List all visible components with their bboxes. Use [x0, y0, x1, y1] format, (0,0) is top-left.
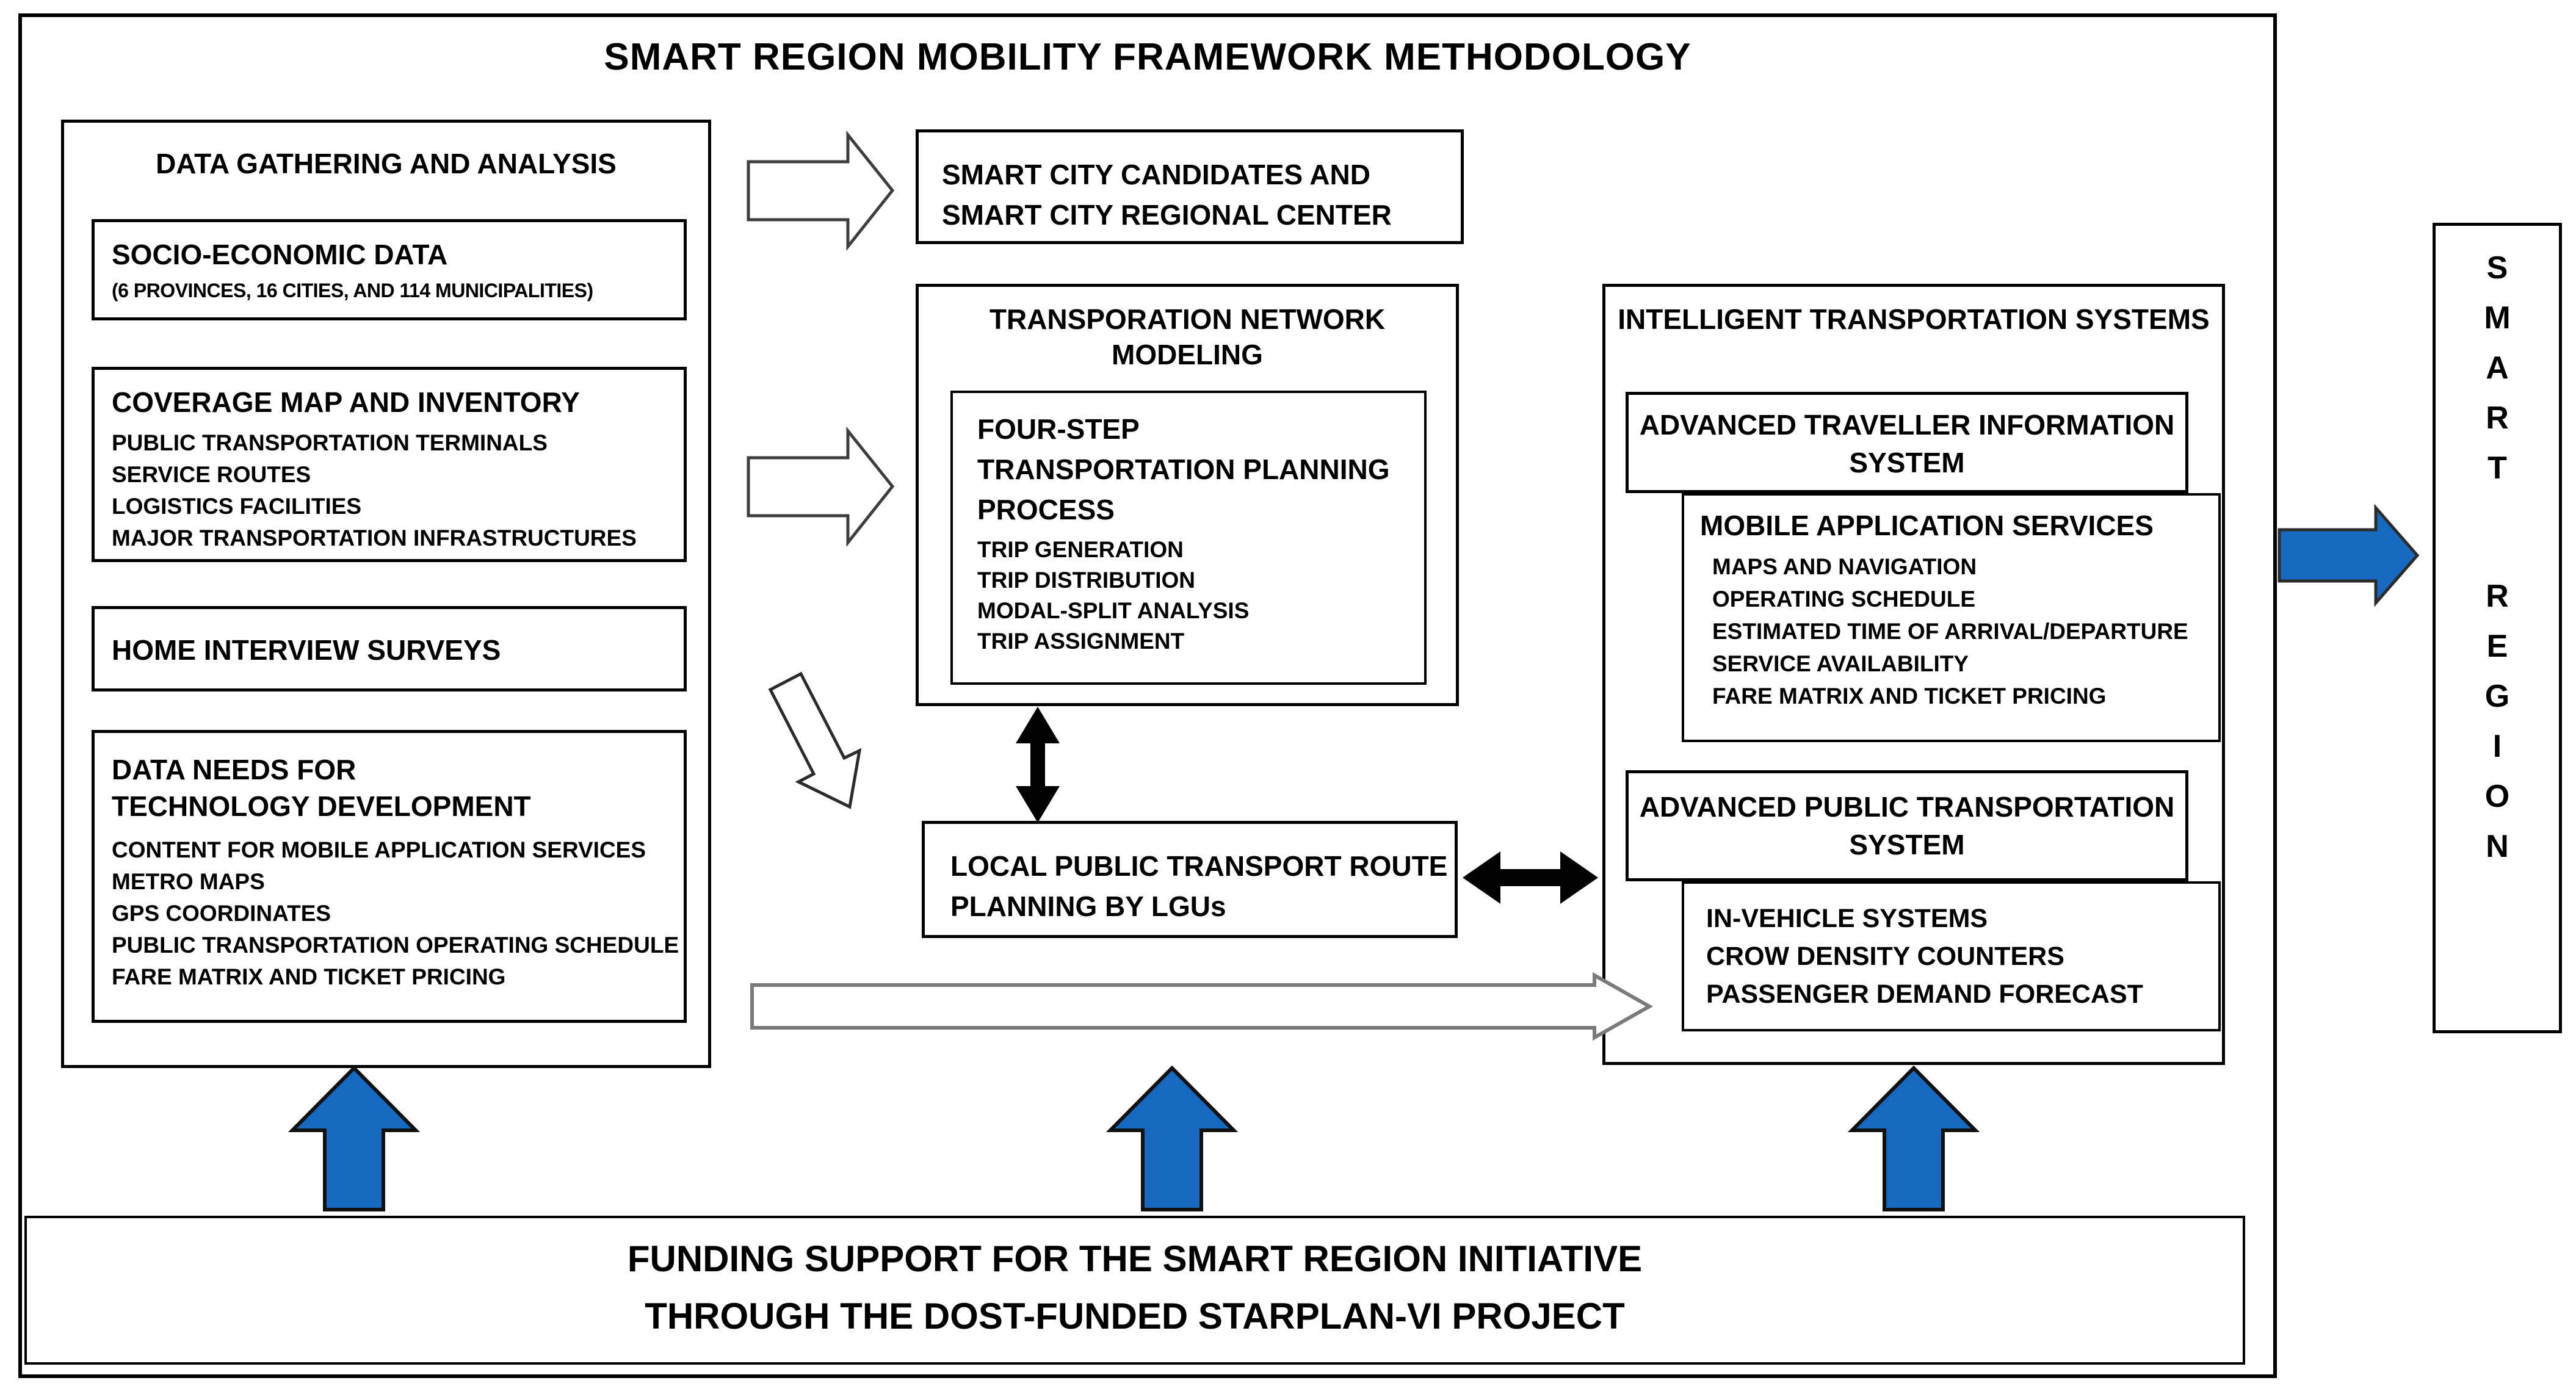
list-item: OPERATING SCHEDULE	[1712, 587, 1976, 612]
data-gathering-title: DATA GATHERING AND ANALYSIS	[156, 148, 617, 179]
arrow-right-top-icon	[747, 130, 895, 251]
four-step-title-line1: FOUR-STEP	[977, 413, 1140, 445]
four-step-title-line2: TRANSPORTATION PLANNING	[977, 453, 1390, 485]
list-item: MODAL-SPLIT ANALYSIS	[977, 598, 1250, 623]
list-item: LOGISTICS FACILITIES	[112, 494, 362, 519]
list-item: PUBLIC TRANSPORTATION OPERATING SCHEDULE	[112, 933, 679, 958]
socio-economic-title: SOCIO-ECONOMIC DATA	[112, 239, 448, 270]
outer-frame	[18, 13, 2277, 1378]
smart-region-word2: R E G I O N	[2484, 579, 2510, 864]
smart-region-box: S M A R T R E G I O N	[2433, 223, 2562, 1033]
list-item: METRO MAPS	[112, 869, 265, 894]
apts-box: ADVANCED PUBLIC TRANSPORTATION SYSTEM	[1626, 770, 2188, 881]
arrow-blue-up-right-icon	[1847, 1065, 1980, 1211]
arrow-blue-up-middle-icon	[1105, 1065, 1239, 1211]
arrow-right-mid-icon	[747, 426, 895, 547]
smart-city-box: SMART CITY CANDIDATES AND SMART CITY REG…	[916, 129, 1464, 244]
list-item: PUBLIC TRANSPORTATION TERMINALS	[112, 430, 548, 455]
coverage-box: COVERAGE MAP AND INVENTORY PUBLIC TRANSP…	[92, 367, 687, 562]
smart-city-line1: SMART CITY CANDIDATES AND	[942, 159, 1370, 190]
home-surveys-box: HOME INTERVIEW SURVEYS	[92, 606, 687, 691]
list-item: CONTENT FOR MOBILE APPLICATION SERVICES	[112, 837, 646, 862]
funding-box: FUNDING SUPPORT FOR THE SMART REGION INI…	[24, 1216, 2245, 1365]
list-item: MAPS AND NAVIGATION	[1712, 554, 1977, 579]
list-item: FARE MATRIX AND TICKET PRICING	[1712, 684, 2107, 709]
list-item: PASSENGER DEMAND FORECAST	[1706, 980, 2143, 1009]
smart-city-line2: SMART CITY REGIONAL CENTER	[942, 199, 1392, 231]
tnm-title-line2: MODELING	[1112, 339, 1263, 370]
mas-title: MOBILE APPLICATION SERVICES	[1700, 510, 2154, 541]
list-item: FARE MATRIX AND TICKET PRICING	[112, 964, 506, 989]
its-box: INTELLIGENT TRANSPORTATION SYSTEMS ADVAN…	[1602, 284, 2225, 1065]
lptr-line1: LOCAL PUBLIC TRANSPORT ROUTE	[950, 850, 1448, 882]
ivs-box: IN-VEHICLE SYSTEMS CROW DENSITY COUNTERS…	[1682, 881, 2221, 1031]
apts-line2: SYSTEM	[1849, 829, 1965, 861]
tnm-box: TRANSPORATION NETWORK MODELING FOUR-STEP…	[916, 284, 1459, 706]
apts-line1: ADVANCED PUBLIC TRANSPORTATION	[1639, 791, 2175, 823]
list-item: TRIP GENERATION	[977, 537, 1184, 562]
list-item: IN-VEHICLE SYSTEMS	[1706, 904, 1988, 933]
data-needs-title: DATA NEEDS FOR TECHNOLOGY DEVELOPMENT	[112, 754, 531, 822]
arrow-blue-up-left-icon	[288, 1065, 421, 1211]
data-needs-box: DATA NEEDS FOR TECHNOLOGY DEVELOPMENT CO…	[92, 730, 687, 1023]
list-item: CROW DENSITY COUNTERS	[1706, 942, 2064, 971]
list-item: MAJOR TRANSPORTATION INFRASTRUCTURES	[112, 525, 637, 550]
data-gathering-box: DATA GATHERING AND ANALYSIS SOCIO-ECONOM…	[61, 120, 711, 1068]
socio-economic-box: SOCIO-ECONOMIC DATA (6 PROVINCES, 16 CIT…	[92, 219, 687, 320]
list-item: SERVICE AVAILABILITY	[1712, 651, 1969, 676]
atis-box: ADVANCED TRAVELLER INFORMATION SYSTEM	[1626, 392, 2188, 493]
lptr-box: LOCAL PUBLIC TRANSPORT ROUTE PLANNING BY…	[922, 821, 1458, 938]
its-title: INTELLIGENT TRANSPORTATION SYSTEMS	[1618, 303, 2210, 335]
tnm-title-line1: TRANSPORATION NETWORK	[989, 303, 1386, 335]
arrow-long-right-icon	[750, 972, 1654, 1041]
list-item: GPS COORDINATES	[112, 901, 331, 926]
arrow-vertical-double-icon	[1016, 707, 1060, 823]
atis-line2: SYSTEM	[1849, 447, 1965, 478]
home-surveys-title: HOME INTERVIEW SURVEYS	[112, 634, 501, 666]
arrow-blue-right-icon	[2278, 504, 2420, 607]
arrow-diagonal-icon	[768, 671, 862, 809]
funding-line2: THROUGH THE DOST-FUNDED STARPLAN-VI PROJ…	[645, 1296, 1625, 1337]
list-item: SERVICE ROUTES	[112, 462, 311, 487]
list-item: ESTIMATED TIME OF ARRIVAL/DEPARTURE	[1712, 619, 2188, 644]
socio-economic-subtitle: (6 PROVINCES, 16 CITIES, AND 114 MUNICIP…	[112, 280, 593, 301]
coverage-title: COVERAGE MAP AND INVENTORY	[112, 386, 580, 418]
mas-box: MOBILE APPLICATION SERVICES MAPS AND NAV…	[1682, 493, 2221, 742]
diagram-title: SMART REGION MOBILITY FRAMEWORK METHODOL…	[604, 36, 1691, 78]
atis-line1: ADVANCED TRAVELLER INFORMATION	[1639, 409, 2175, 441]
list-item: TRIP DISTRIBUTION	[977, 568, 1195, 593]
arrow-horizontal-double-icon	[1463, 851, 1598, 904]
list-item: TRIP ASSIGNMENT	[977, 629, 1185, 654]
smart-region-word1: S M A R T	[2484, 250, 2511, 486]
four-step-title-line3: PROCESS	[977, 494, 1115, 525]
lptr-line2: PLANNING BY LGUs	[950, 890, 1226, 922]
four-step-box: FOUR-STEP TRANSPORTATION PLANNING PROCES…	[950, 391, 1427, 685]
funding-line1: FUNDING SUPPORT FOR THE SMART REGION INI…	[627, 1238, 1643, 1279]
